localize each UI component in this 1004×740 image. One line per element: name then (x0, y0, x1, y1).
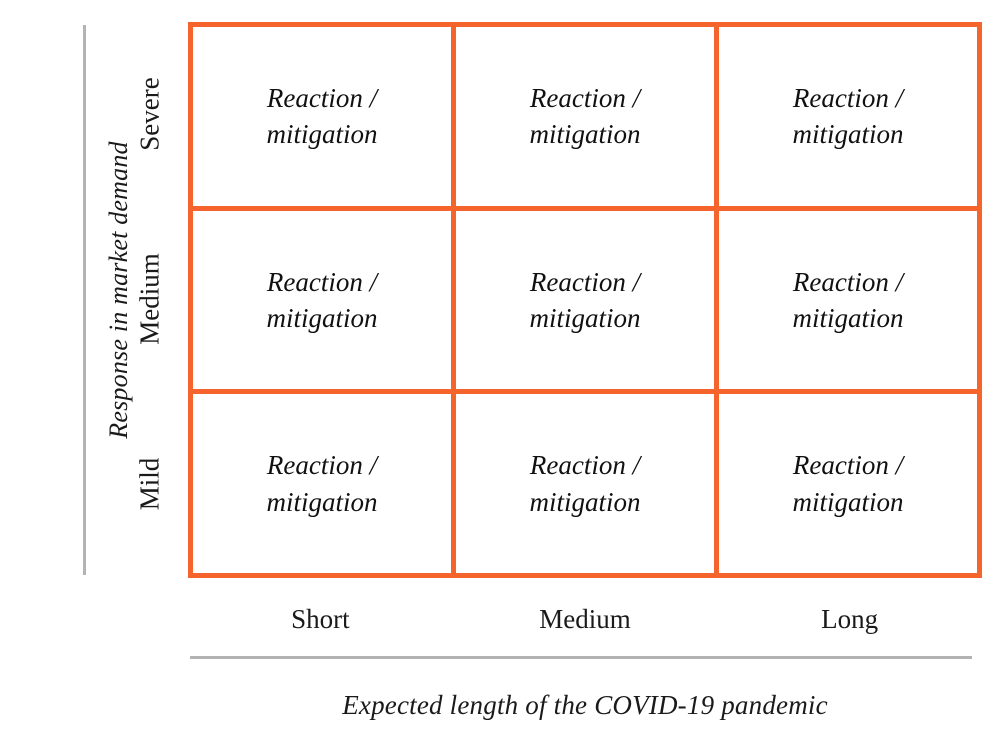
matrix-cell-medium-short[interactable]: Reaction / mitigation (193, 210, 451, 390)
matrix-cell-medium-long[interactable]: Reaction / mitigation (719, 210, 977, 390)
matrix-cell-medium-medium[interactable]: Reaction / mitigation (456, 210, 714, 390)
matrix-cell-mild-medium[interactable]: Reaction / mitigation (456, 394, 714, 573)
matrix-cell-mild-long[interactable]: Reaction / mitigation (719, 394, 977, 573)
x-axis-tick-long: Long (821, 603, 879, 634)
matrix-cell-label: Reaction / mitigation (529, 83, 641, 150)
matrix-cell-label: Reaction / mitigation (792, 83, 904, 150)
matrix-cell-severe-medium[interactable]: Reaction / mitigation (456, 27, 714, 206)
x-axis-tick-short: Short (291, 603, 350, 634)
matrix-cell-label: Reaction / mitigation (792, 450, 904, 517)
y-axis-tick-mild: Mild (134, 457, 165, 511)
y-axis-tick-medium: Medium (134, 253, 165, 345)
x-axis-ticks: Short Medium Long (188, 596, 982, 642)
matrix-cell-label: Reaction / mitigation (266, 450, 378, 517)
matrix-cell-label: Reaction / mitigation (529, 450, 641, 517)
y-axis-tick-severe: Severe (134, 77, 165, 151)
matrix-grid: Reaction / mitigation Reaction / mitigat… (188, 22, 982, 578)
matrix-cell-label: Reaction / mitigation (266, 83, 378, 150)
matrix-cell-label: Reaction / mitigation (266, 266, 378, 333)
matrix-cell-mild-short[interactable]: Reaction / mitigation (193, 394, 451, 573)
matrix-cell-severe-short[interactable]: Reaction / mitigation (193, 27, 451, 206)
y-axis-line (83, 25, 86, 575)
matrix-cell-label: Reaction / mitigation (529, 266, 641, 333)
x-axis-tick-medium: Medium (539, 603, 631, 634)
matrix-cell-severe-long[interactable]: Reaction / mitigation (719, 27, 977, 206)
x-axis-title: Expected length of the COVID-19 pandemic (342, 690, 828, 720)
matrix-cell-label: Reaction / mitigation (792, 266, 904, 333)
x-axis-line (190, 656, 972, 659)
